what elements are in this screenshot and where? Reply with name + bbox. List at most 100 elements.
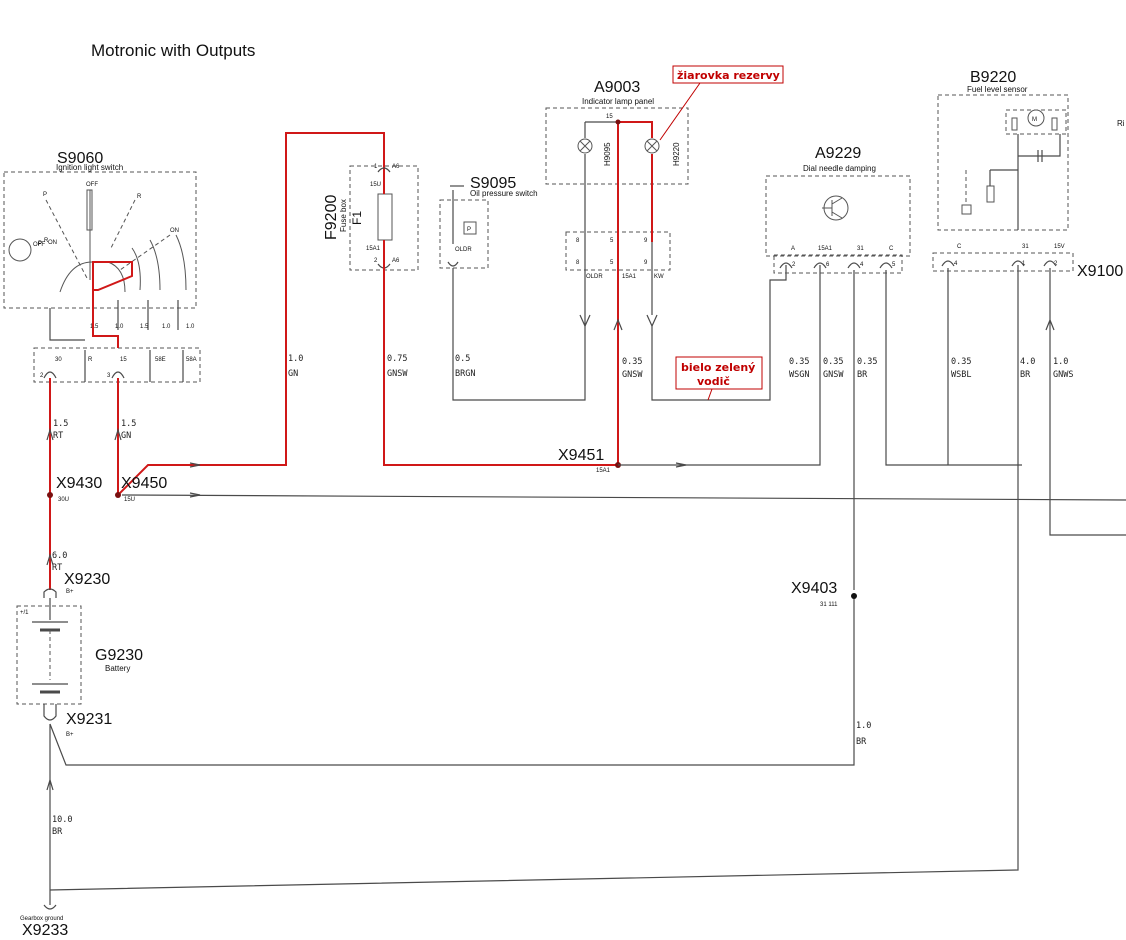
pin-r: R bbox=[88, 357, 93, 363]
wire-color: BR bbox=[1020, 370, 1031, 380]
wire-color: GNSW bbox=[622, 370, 643, 380]
wire-size: 0.35 bbox=[823, 357, 843, 367]
s9095-code: S9095 bbox=[470, 175, 516, 192]
g9230-desc: Battery bbox=[105, 664, 130, 673]
wire-size: 1.0 bbox=[288, 354, 303, 364]
s9095-oil-pressure-switch: S9095 Oil pressure switch P OLDR bbox=[439, 175, 538, 269]
switch-red-path bbox=[92, 261, 133, 318]
wire-color: GNSW bbox=[387, 369, 408, 379]
b9220-fuel-sensor: B9220 Fuel level sensor Ri M C 31 15V 4 … bbox=[932, 69, 1125, 272]
wire-color: BR bbox=[857, 370, 868, 380]
ground-wire-b9220 bbox=[49, 265, 1019, 891]
wire-color: GN bbox=[121, 431, 131, 441]
lamp-h9220: H9220 bbox=[672, 142, 681, 166]
b9220-connector-row bbox=[932, 252, 1074, 272]
connector-pin-icon bbox=[1043, 260, 1057, 267]
connector-pin-icon bbox=[779, 262, 793, 269]
battery-outline bbox=[16, 605, 82, 705]
a9003-pin15: 15 bbox=[606, 114, 613, 120]
wire-color: BR bbox=[856, 737, 867, 747]
a9229-pin: 15A1 bbox=[818, 246, 833, 252]
switch-arc bbox=[107, 261, 126, 293]
fuse-pin-1: 1 bbox=[374, 164, 378, 170]
b9220-outline bbox=[937, 94, 1069, 231]
x9450-sub: 15U bbox=[124, 497, 135, 503]
a9229-num: 6 bbox=[826, 262, 830, 268]
switch-arc bbox=[131, 247, 141, 291]
a9003-pin2: 5 bbox=[610, 260, 614, 266]
wire-size: 1.0 bbox=[1053, 357, 1068, 367]
f9200-fuse-box: F9200 Fuse box F1 1 A6 15U 15A1 2 A6 bbox=[323, 164, 419, 271]
switch-lever-icon bbox=[86, 189, 93, 231]
x9451-sub: 15A1 bbox=[596, 468, 611, 474]
a9003-pin2: 9 bbox=[644, 260, 648, 266]
a9003-pin: 8 bbox=[576, 238, 580, 244]
battery-plus: +/1 bbox=[20, 610, 29, 616]
wire-color: RT bbox=[53, 431, 63, 441]
a9003-label: OLDR bbox=[586, 274, 603, 280]
a9003-indicator-panel: A9003 Indicator lamp panel 15 H9095 H922… bbox=[545, 79, 689, 280]
resistor-icon bbox=[986, 185, 995, 203]
x9233-desc: Gearbox ground bbox=[20, 916, 63, 922]
annotation-box bbox=[672, 65, 784, 84]
junction-dot bbox=[47, 492, 53, 498]
bulb-annotation: žiarovka rezervy bbox=[659, 65, 784, 141]
pos-off: OFF bbox=[86, 182, 98, 188]
a9229-desc: Dial needle damping bbox=[803, 164, 876, 173]
annotation-pointer bbox=[659, 82, 701, 141]
x9403-label: X9403 bbox=[791, 580, 837, 597]
wire-color: GNWS bbox=[1053, 370, 1073, 380]
pin-num-3: 3 bbox=[107, 373, 111, 379]
diagram-title: Motronic with Outputs bbox=[91, 41, 255, 60]
arrow-up-icon bbox=[46, 777, 54, 791]
junction-dot bbox=[615, 119, 621, 125]
b9220-num: 1 bbox=[1022, 261, 1026, 267]
pin-num-2: 2 bbox=[40, 373, 44, 379]
sensor-wire bbox=[1018, 134, 1061, 157]
f9200-desc: Fuse box bbox=[339, 199, 348, 232]
arrow-up-icon bbox=[46, 427, 54, 441]
g9230-battery: X9230 B+ +/1 G9230 Battery X9231 B+ bbox=[16, 571, 143, 738]
a9229-pin: A bbox=[791, 246, 795, 252]
fuse-top-pin: 15U bbox=[370, 182, 381, 188]
a9229-num: 5 bbox=[892, 262, 896, 268]
pin-top-label: 1.5 bbox=[140, 324, 149, 330]
connector-pin-icon bbox=[941, 260, 955, 267]
connector-pin-icon bbox=[377, 167, 391, 173]
fuse-a6b: A6 bbox=[392, 258, 400, 264]
x9233-label: X9233 bbox=[22, 922, 68, 939]
x9230-sub: B+ bbox=[66, 589, 74, 595]
a9003-label: 15A1 bbox=[622, 274, 637, 280]
x9451-label: X9451 bbox=[558, 447, 604, 464]
connector-pin-icon bbox=[111, 371, 125, 379]
pin-58a: 58A bbox=[186, 357, 197, 363]
wire-kw bbox=[651, 265, 787, 401]
lamp-icon bbox=[644, 138, 660, 154]
x9430-sub: 30U bbox=[58, 497, 69, 503]
connector-pin-icon bbox=[43, 588, 57, 598]
wire-size: 1.5 bbox=[121, 419, 136, 429]
wire-size: 0.35 bbox=[622, 357, 642, 367]
arrow-up-icon bbox=[613, 318, 623, 331]
pos-on-small: ON bbox=[48, 240, 57, 246]
x9430-label: X9430 bbox=[56, 475, 102, 492]
wire-color: WSBL bbox=[951, 370, 971, 380]
connector-pin-icon bbox=[1011, 260, 1025, 267]
wire-size: 4.0 bbox=[1020, 357, 1035, 367]
a9229-pin: C bbox=[889, 246, 894, 252]
fuse-icon bbox=[377, 193, 393, 241]
wire-color: WSGN bbox=[789, 370, 809, 380]
wire-c bbox=[885, 270, 1022, 466]
red-wire-fuse-x9451 bbox=[383, 175, 618, 466]
arrow-icon bbox=[189, 492, 201, 498]
s9060-desc: Ignition light switch bbox=[56, 163, 123, 172]
pos-r-small: R bbox=[44, 238, 49, 244]
wire-15u-bus bbox=[121, 494, 1126, 501]
switch-path bbox=[45, 199, 89, 281]
a9229-num: 4 bbox=[860, 262, 864, 268]
arrow-icon bbox=[189, 462, 201, 468]
pin-top-label: 1.0 bbox=[115, 324, 124, 330]
annotation-bulb: žiarovka rezervy bbox=[677, 69, 780, 82]
arrow-up-icon bbox=[46, 552, 54, 566]
b9220-num: 2 bbox=[1054, 261, 1058, 267]
